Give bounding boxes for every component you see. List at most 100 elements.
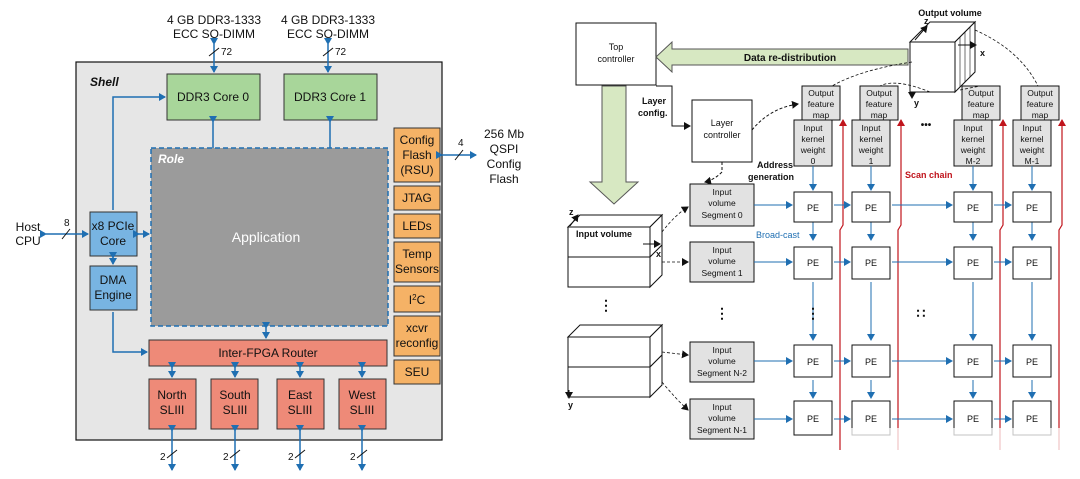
ddr3-core-0-label: DDR3 Core 0 xyxy=(177,90,249,104)
ikw-1-line3: weight xyxy=(858,145,884,155)
ikw-1-line1: Input xyxy=(862,123,882,133)
pe-r2-c3: PE xyxy=(1012,344,1052,378)
ofm-1-line2: feature xyxy=(866,99,893,109)
input-volume-label: Input volume xyxy=(576,229,632,239)
pe-r1-c2: PE xyxy=(953,246,993,280)
north-label: North xyxy=(157,388,186,402)
ofm-column-1: Output feature map Input kernel weight 1 xyxy=(851,85,899,167)
ofm-0-line1: Output xyxy=(808,88,834,98)
in-axis-y: y xyxy=(568,400,573,410)
scan-chain-label: Scan chain xyxy=(905,170,953,180)
pe-diag-ellipsis: ∷ xyxy=(917,305,926,321)
qspi-line2: QSPI xyxy=(490,142,519,156)
bus-2-north: 2 xyxy=(160,452,166,463)
ofm-column-m1: Output feature map Input kernel weight M… xyxy=(1012,85,1060,167)
seg-n1-line2: volume xyxy=(708,413,736,423)
ofm-m2-line1: Output xyxy=(968,88,994,98)
pe-label: PE xyxy=(865,258,877,268)
seu-box: SEU xyxy=(393,359,441,385)
ikw-m1-line1: Input xyxy=(1023,123,1043,133)
seg-1-label: Segment 1 xyxy=(701,268,742,278)
pe-r0-c3: PE xyxy=(1012,191,1052,223)
cnn-accelerator-diagram: Top controller Data re-distribution Outp… xyxy=(565,8,1080,479)
config-flash-line1: Config xyxy=(400,133,435,147)
pe-label: PE xyxy=(1026,414,1038,424)
top-controller-line2: controller xyxy=(597,54,634,64)
pe-grid: PE PE PE PE PE PE PE PE ⋮ ∷ PE PE PE PE … xyxy=(793,191,1052,436)
dma-engine xyxy=(89,265,138,311)
temp-line1: Temp xyxy=(402,247,432,261)
address-line2: generation xyxy=(748,172,794,182)
pe-label: PE xyxy=(967,258,979,268)
data-redistribution-label: Data re-distribution xyxy=(744,53,836,64)
west-label: West xyxy=(348,388,376,402)
ofm-0-line3: map xyxy=(813,110,830,120)
bus-72-right: 72 xyxy=(335,47,347,58)
bottom-bus-east: 2 xyxy=(288,425,306,471)
i2c-box: I2C xyxy=(393,285,441,313)
dma-line1: DMA xyxy=(100,273,127,287)
sliii-south: South SLIII xyxy=(210,378,259,430)
pe-r2-c2: PE xyxy=(953,344,993,378)
seg-0-line1: Input xyxy=(713,187,733,197)
out-axis-x: x xyxy=(980,48,985,58)
config-flash-rsu: Config Flash (RSU) xyxy=(393,127,441,183)
bus-2-south: 2 xyxy=(223,452,229,463)
qspi-line3: Config xyxy=(487,157,522,171)
ikw-0-line2: kernel xyxy=(801,134,824,144)
kernel-column-lines xyxy=(809,166,1036,399)
segment-1: Input volume Segment 1 xyxy=(689,241,755,283)
pe-label: PE xyxy=(967,357,979,367)
sliii-east: East SLIII xyxy=(276,378,325,430)
config-flash-line3: (RSU) xyxy=(400,163,433,177)
ddr-left-line2: ECC SO-DIMM xyxy=(173,27,255,41)
xcvr-reconfig-box: xcvr reconfig xyxy=(393,315,441,357)
seg-0-label: Segment 0 xyxy=(701,210,742,220)
row-broadcast-lines xyxy=(754,201,1012,423)
ddr3-core-1-label: DDR3 Core 1 xyxy=(294,90,366,104)
ikw-m1-idx: M-1 xyxy=(1025,156,1040,166)
west-sliii: SLIII xyxy=(350,403,375,417)
layer-config-line1: Layer xyxy=(642,96,667,106)
jtag-label: JTAG xyxy=(402,191,432,205)
ikw-m1-line3: weight xyxy=(1019,145,1045,155)
pe-r3-c0: PE xyxy=(793,400,833,436)
ikw-m1-line2: kernel xyxy=(1020,134,1043,144)
xcvr-line2: reconfig xyxy=(396,336,439,350)
ikw-m2-idx: M-2 xyxy=(966,156,981,166)
top-controller-line1: Top xyxy=(609,42,624,52)
qspi-line4: Flash xyxy=(489,172,518,186)
ddr-right-line1: 4 GB DDR3-1333 xyxy=(281,13,375,27)
leds-box: LEDs xyxy=(393,213,441,239)
ikw-1-idx: 1 xyxy=(869,156,874,166)
pe-r0-c2: PE xyxy=(953,191,993,223)
ofm-1-line3: map xyxy=(871,110,888,120)
ofm-m1-line3: map xyxy=(1032,110,1049,120)
pe-label: PE xyxy=(1026,203,1038,213)
ofm-0-line2: feature xyxy=(808,99,835,109)
ikw-m2-line1: Input xyxy=(964,123,984,133)
pcie-line2: Core xyxy=(100,234,126,248)
ddr-left-line1: 4 GB DDR3-1333 xyxy=(167,13,261,27)
input-volume-ellipsis: ⋮ xyxy=(599,297,613,313)
fpga-shell-diagram: Shell 4 GB DDR3-1333 ECC SO-DIMM 4 GB DD… xyxy=(15,13,524,471)
south-label: South xyxy=(219,388,250,402)
pe-r1-c1: PE xyxy=(851,246,891,280)
pcie-core xyxy=(89,211,138,257)
router-label: Inter-FPGA Router xyxy=(218,346,317,360)
scan-chain-lines xyxy=(839,119,1066,450)
ofm-m2-line3: map xyxy=(973,110,990,120)
input-volume-stack: Input volume ⋮ z x y xyxy=(565,207,664,410)
bus-4: 4 xyxy=(458,138,464,149)
bottom-bus-west: 2 xyxy=(350,425,368,471)
bottom-bus-north: 2 xyxy=(160,425,178,471)
segment-ellipsis: ⋮ xyxy=(715,305,729,321)
shell-label: Shell xyxy=(90,75,119,89)
pe-label: PE xyxy=(807,203,819,213)
segment-0: Input volume Segment 0 xyxy=(689,183,755,227)
layer-controller-line1: Layer xyxy=(711,118,734,128)
dma-line2: Engine xyxy=(94,288,132,302)
pcie-line1: x8 PCIe xyxy=(92,219,135,233)
leds-label: LEDs xyxy=(402,219,431,233)
broadcast-label: Broad-cast xyxy=(756,230,800,240)
